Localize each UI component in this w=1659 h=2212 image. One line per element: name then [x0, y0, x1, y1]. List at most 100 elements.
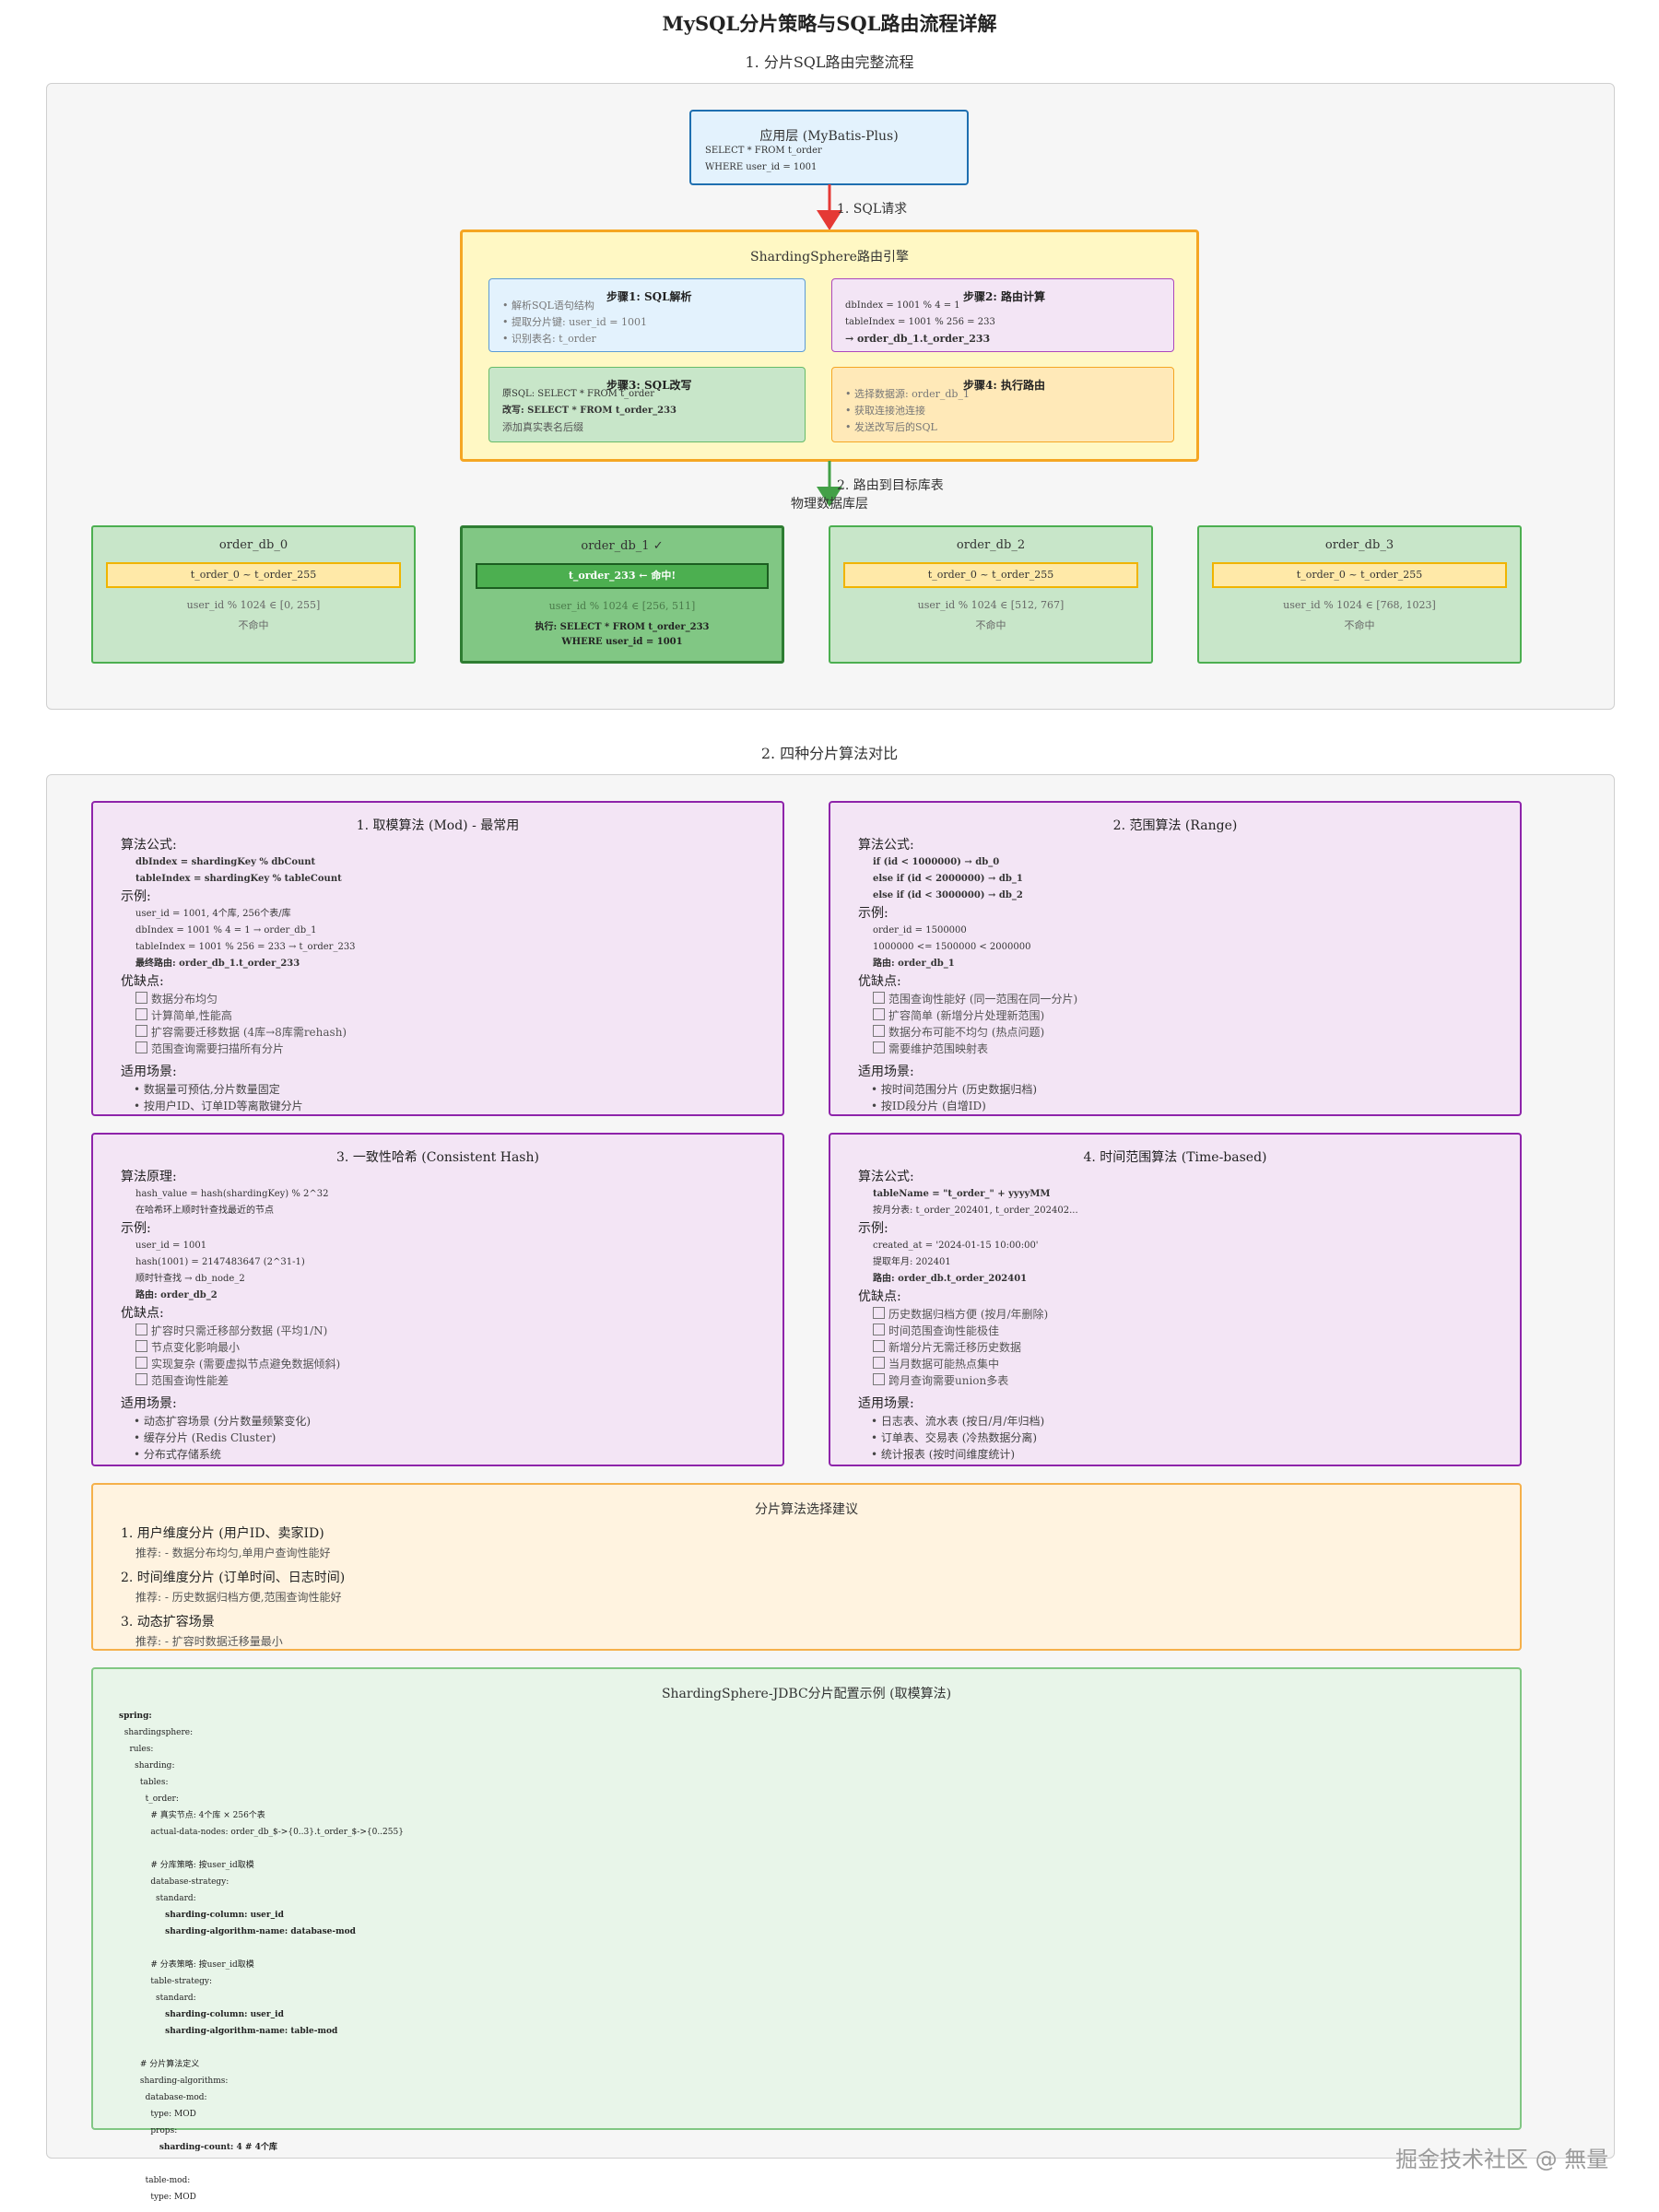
formula-line: tableName = "t_order_" + yyyyMM [873, 1189, 1051, 1199]
checkbox-icon [873, 1373, 885, 1385]
step4-line: • 获取连接池连接 [845, 405, 925, 417]
db-range: user_id % 1024 ∈ [512, 767] [917, 599, 1065, 611]
example-result: 路由: order_db_1 [873, 959, 955, 969]
config-code-line: props: [119, 2126, 178, 2136]
formula-line: 在哈希环上顺时针查找最近的节点 [135, 1206, 274, 1216]
config-code-line: type: MOD [119, 2193, 196, 2202]
pros-item: 时间范围查询性能极佳 [888, 1324, 1000, 1337]
scene-item: • 动态扩容场景 (分片数量频繁变化) [134, 1415, 312, 1428]
config-title: ShardingSphere-JDBC分片配置示例 (取模算法) [661, 1687, 952, 1701]
example-line: tableIndex = 1001 % 256 = 233 → t_order_… [135, 942, 356, 952]
formula-line: tableIndex = shardingKey % tableCount [135, 874, 342, 884]
pros-label: 优缺点: [121, 974, 164, 989]
checkbox-icon [873, 1324, 885, 1335]
advice-item-head: 2. 时间维度分片 (订单时间、日志时间) [121, 1571, 346, 1585]
checkbox-icon [873, 1357, 885, 1369]
config-code-line: # 真实节点: 4个库 × 256个表 [119, 1811, 265, 1820]
db-hit-table: t_order_233 ← 命中! [476, 563, 769, 589]
step2-result: → order_db_1.t_order_233 [845, 333, 991, 345]
example-label: 示例: [858, 1221, 888, 1236]
formula-line: hash_value = hash(shardingKey) % 2^32 [135, 1189, 329, 1199]
db-box-order-db-1: order_db_1 ✓ t_order_233 ← 命中! user_id %… [460, 525, 784, 664]
config-code-line: sharding-column: user_id [119, 2010, 284, 2019]
section2-title: 2. 四种分片算法对比 [760, 745, 899, 762]
scene-item: • 按时间范围分片 (历史数据归档) [871, 1083, 1038, 1096]
physical-layer-label: 物理数据库层 [791, 497, 868, 512]
db-name: order_db_0 [218, 538, 288, 552]
algo-title: 4. 时间范围算法 (Time-based) [1083, 1150, 1267, 1165]
config-code-line: shardingsphere: [119, 1728, 194, 1737]
algo-card-consistent-hash: 3. 一致性哈希 (Consistent Hash) 算法原理: hash_va… [91, 1133, 784, 1466]
checkbox-icon [135, 1041, 147, 1053]
step4-line: • 选择数据源: order_db_1 [845, 388, 970, 400]
step4-box: 步骤4: 执行路由 • 选择数据源: order_db_1 • 获取连接池连接 … [831, 367, 1174, 442]
pros-item: 数据分布可能不均匀 (热点问题) [888, 1026, 1045, 1039]
example-result: 路由: order_db.t_order_202401 [873, 1274, 1028, 1284]
config-code-line: sharding: [119, 1761, 175, 1771]
example-line: hash(1001) = 2147483647 (2^31-1) [135, 1257, 305, 1267]
formula-line: else if (id < 3000000) → db_2 [873, 890, 1023, 900]
advice-title: 分片算法选择建议 [755, 1502, 858, 1517]
formula-line: if (id < 1000000) → db_0 [873, 857, 1000, 867]
scene-item: • 分布式存储系统 [134, 1448, 221, 1461]
scene-item: • 按用户ID、订单ID等离散键分片 [134, 1100, 303, 1112]
db-status: 不命中 [1344, 619, 1375, 631]
step3-line: 改写: SELECT * FROM t_order_233 [502, 406, 677, 416]
app-sql-line: WHERE user_id = 1001 [705, 162, 818, 172]
db-range: user_id % 1024 ∈ [768, 1023] [1283, 599, 1436, 611]
page-title: MySQL分片策略与SQL路由流程详解 [662, 12, 997, 35]
pros-item: 跨月查询需要union多表 [888, 1374, 1009, 1387]
scene-item: • 订单表、交易表 (冷热数据分离) [871, 1431, 1038, 1444]
checkbox-icon [135, 1324, 147, 1335]
algo-title: 1. 取模算法 (Mod) - 最常用 [356, 818, 520, 833]
db-status: 不命中 [975, 619, 1006, 631]
formula-label: 算法公式: [858, 838, 914, 853]
checkbox-icon [873, 1340, 885, 1352]
pros-item: 扩容简单 (新增分片处理新范围) [888, 1009, 1045, 1022]
pros-label: 优缺点: [858, 974, 901, 989]
algo-card-range: 2. 范围算法 (Range) 算法公式: if (id < 1000000) … [829, 801, 1522, 1116]
db-table-range: t_order_0 ~ t_order_255 [843, 562, 1138, 588]
algo-title: 2. 范围算法 (Range) [1112, 818, 1238, 833]
db-name: order_db_3 [1324, 538, 1394, 552]
pros-item: 范围查询性能差 [151, 1374, 229, 1387]
db-table-range: t_order_0 ~ t_order_255 [106, 562, 401, 588]
routing-engine-box: ShardingSphere路由引擎 步骤1: SQL解析 • 解析SQL语句结… [460, 229, 1199, 462]
pros-item: 范围查询需要扫描所有分片 [151, 1042, 285, 1055]
formula-line: 按月分表: t_order_202401, t_order_202402... [873, 1206, 1078, 1216]
section1-title: 1. 分片SQL路由完整流程 [745, 53, 914, 71]
scene-label: 适用场景: [858, 1065, 914, 1079]
example-line: 提取年月: 202401 [873, 1257, 951, 1267]
checkbox-icon [135, 992, 147, 1004]
checkbox-icon [873, 1041, 885, 1053]
algo-title: 3. 一致性哈希 (Consistent Hash) [336, 1150, 539, 1165]
step2-box: 步骤2: 路由计算 dbIndex = 1001 % 4 = 1 tableIn… [831, 278, 1174, 352]
formula-line: else if (id < 2000000) → db_1 [873, 874, 1023, 884]
step1-line: • 解析SQL语句结构 [502, 300, 594, 312]
db-box-order-db-0: order_db_0 t_order_0 ~ t_order_255 user_… [91, 525, 416, 664]
step1-line: • 识别表名: t_order [502, 333, 596, 345]
db-range: user_id % 1024 ∈ [0, 255] [186, 599, 321, 611]
scene-label: 适用场景: [121, 1396, 177, 1411]
pros-item: 数据分布均匀 [151, 993, 218, 1006]
algo-card-time-based: 4. 时间范围算法 (Time-based) 算法公式: tableName =… [829, 1133, 1522, 1466]
checkbox-icon [135, 1025, 147, 1037]
app-layer-title: 应用层 (MyBatis-Plus) [759, 129, 899, 144]
pros-label: 优缺点: [121, 1306, 164, 1321]
config-code-line: standard: [119, 1894, 196, 1903]
step1-line: • 提取分片键: user_id = 1001 [502, 316, 647, 328]
pros-item: 计算简单,性能高 [151, 1009, 232, 1022]
config-code-line: # 分片算法定义 [119, 2060, 200, 2069]
config-code-line [119, 1940, 404, 1957]
advice-box: 分片算法选择建议 1. 用户维度分片 (用户ID、卖家ID) 推荐: - 数据分… [91, 1483, 1522, 1651]
config-code-line: sharding-algorithm-name: database-mod [119, 1927, 356, 1936]
config-code-line: # 分表策略: 按user_id取模 [119, 1960, 254, 1970]
pros-item: 扩容需要迁移数据 (4库→8库需rehash) [151, 1026, 347, 1039]
config-code-line [119, 2040, 404, 2056]
step1-title: 步骤1: SQL解析 [606, 290, 692, 303]
config-code-line: tables: [119, 1778, 169, 1787]
formula-label: 算法公式: [858, 1170, 914, 1184]
app-sql-line: SELECT * FROM t_order [705, 146, 822, 156]
pros-item: 新增分片无需迁移历史数据 [888, 1341, 1022, 1354]
pros-item: 扩容时只需迁移部分数据 (平均1/N) [151, 1324, 328, 1337]
